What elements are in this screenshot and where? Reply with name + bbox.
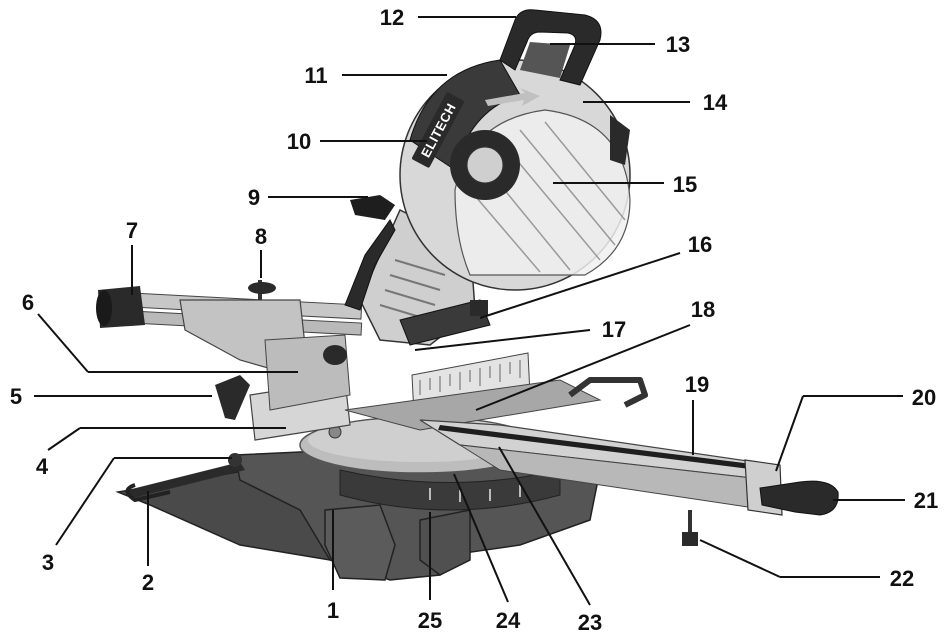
- arm-slot: [438, 425, 760, 470]
- callout-19: 19: [685, 372, 709, 397]
- callout-16: 16: [688, 232, 712, 257]
- bevel-knob: [323, 345, 347, 365]
- side-handle: [350, 195, 395, 220]
- callout-9: 9: [248, 185, 260, 210]
- main-handle: [499, 9, 602, 86]
- leader-6: [37, 313, 89, 373]
- callout-24: 24: [496, 608, 521, 633]
- callout-2: 2: [142, 570, 154, 595]
- slide-rails: [96, 280, 363, 420]
- callout-3: 3: [42, 550, 54, 575]
- callout-11: 11: [304, 63, 327, 88]
- leader-18: [475, 324, 691, 411]
- head-lock-bracket: [399, 299, 491, 346]
- miter-lock-handle: [759, 480, 839, 516]
- miter-scale-ring: [339, 469, 561, 511]
- callout-8: 8: [255, 224, 267, 249]
- workpiece-support-rod-loop: [125, 483, 171, 503]
- rear-carry-handle: [568, 377, 648, 408]
- base-right-leg: [419, 509, 471, 576]
- leader-4: [47, 427, 81, 451]
- dust-port: [610, 115, 630, 165]
- workpiece-support-rod: [128, 462, 245, 498]
- callout-4: 4: [36, 454, 49, 479]
- leader-24: [453, 473, 509, 603]
- leader-22: [699, 539, 781, 578]
- callout-25: 25: [418, 608, 442, 633]
- leader-16: [479, 252, 681, 319]
- clamp-knob-3: [228, 453, 242, 467]
- callout-14: 14: [703, 90, 728, 115]
- leader-23: [498, 446, 591, 606]
- callout-18: 18: [691, 297, 715, 322]
- head-lock-knob: [470, 300, 488, 316]
- fence-ruler-ticks: [419, 360, 521, 395]
- callout-23: 23: [578, 610, 602, 635]
- callout-7: 7: [126, 218, 138, 243]
- leader-lines: [34, 16, 905, 606]
- callout-13: 13: [666, 32, 690, 57]
- bevel-lock-handle: [215, 375, 250, 420]
- leader-3: [55, 457, 115, 546]
- rail-lock-knob: [248, 282, 276, 294]
- callout-numbers: 1 2 3 4 5 6 7 8 9 10 11 12 13 14 15 16 1…: [10, 5, 938, 635]
- callout-12: 12: [380, 5, 404, 30]
- miter-scale-ticks: [429, 485, 521, 502]
- leader-20b: [775, 395, 804, 472]
- turntable-arm: [419, 419, 839, 546]
- callout-20: 20: [912, 385, 936, 410]
- adjustable-foot: [682, 532, 698, 546]
- callout-5: 5: [10, 384, 22, 409]
- trigger-handle: [344, 219, 396, 311]
- rear-table: [344, 379, 602, 431]
- rotation-arrow: [485, 88, 540, 106]
- leader-17: [414, 329, 591, 351]
- callout-1: 1: [327, 598, 339, 623]
- base-front-leg: [324, 504, 396, 581]
- callout-6: 6: [22, 290, 34, 315]
- callout-10: 10: [287, 129, 311, 154]
- callout-21: 21: [914, 488, 938, 513]
- callout-15: 15: [673, 172, 697, 197]
- callout-17: 17: [602, 317, 626, 342]
- callout-22: 22: [890, 566, 914, 591]
- saw-head: ELITECH: [344, 9, 631, 346]
- rail-end-cap-face: [96, 290, 112, 326]
- blade-hub-inner: [466, 146, 504, 184]
- handle-trigger: [520, 42, 570, 78]
- base-assembly: [115, 439, 601, 581]
